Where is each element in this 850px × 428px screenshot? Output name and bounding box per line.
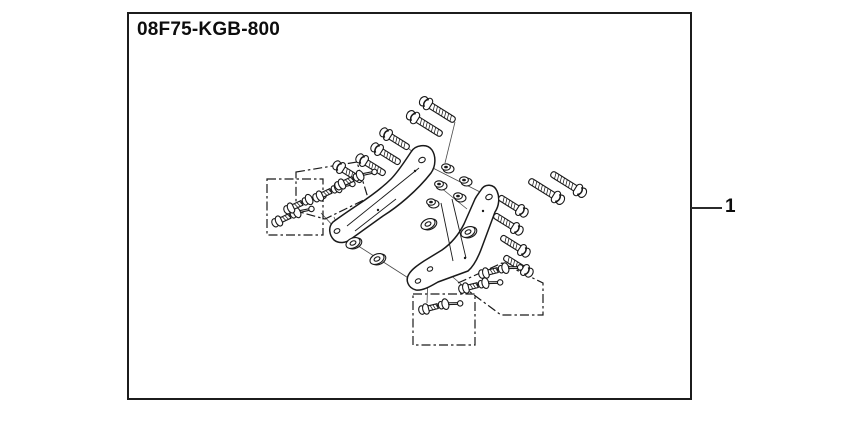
flange-nut (441, 163, 455, 174)
callout-1-label: 1 (725, 196, 736, 217)
callout-leader-line (691, 207, 722, 209)
collar-bolt-set (416, 294, 464, 317)
leader-line (439, 186, 468, 210)
rivet-mark (463, 256, 467, 260)
kit-group-outline (456, 262, 544, 316)
leader-line (424, 163, 485, 195)
bolt-hole (485, 193, 493, 201)
rivet-mark (413, 169, 417, 173)
bolt-hole (418, 156, 426, 164)
washer (418, 215, 440, 234)
flange-nut (434, 180, 448, 191)
flange-nut (453, 192, 467, 203)
kit-group-outline (412, 293, 476, 346)
bracket-fold-line (440, 198, 467, 262)
part-number-label: 08F75-KGB-800 (137, 19, 281, 40)
flange-nut (459, 176, 473, 187)
diagram-frame (127, 12, 692, 400)
rivet-mark (481, 209, 485, 213)
kit-group-outline (266, 178, 324, 236)
washer (367, 250, 389, 269)
bracket-fold-line (346, 167, 420, 232)
bolt-hole (414, 278, 422, 284)
leader-line (444, 121, 456, 164)
mount-bracket-left (329, 144, 436, 244)
flange-nut (426, 198, 440, 209)
flange-bolt (497, 231, 534, 261)
bolt-hole (426, 266, 434, 272)
rivet-mark (376, 208, 380, 212)
bolt-hole (333, 228, 341, 234)
